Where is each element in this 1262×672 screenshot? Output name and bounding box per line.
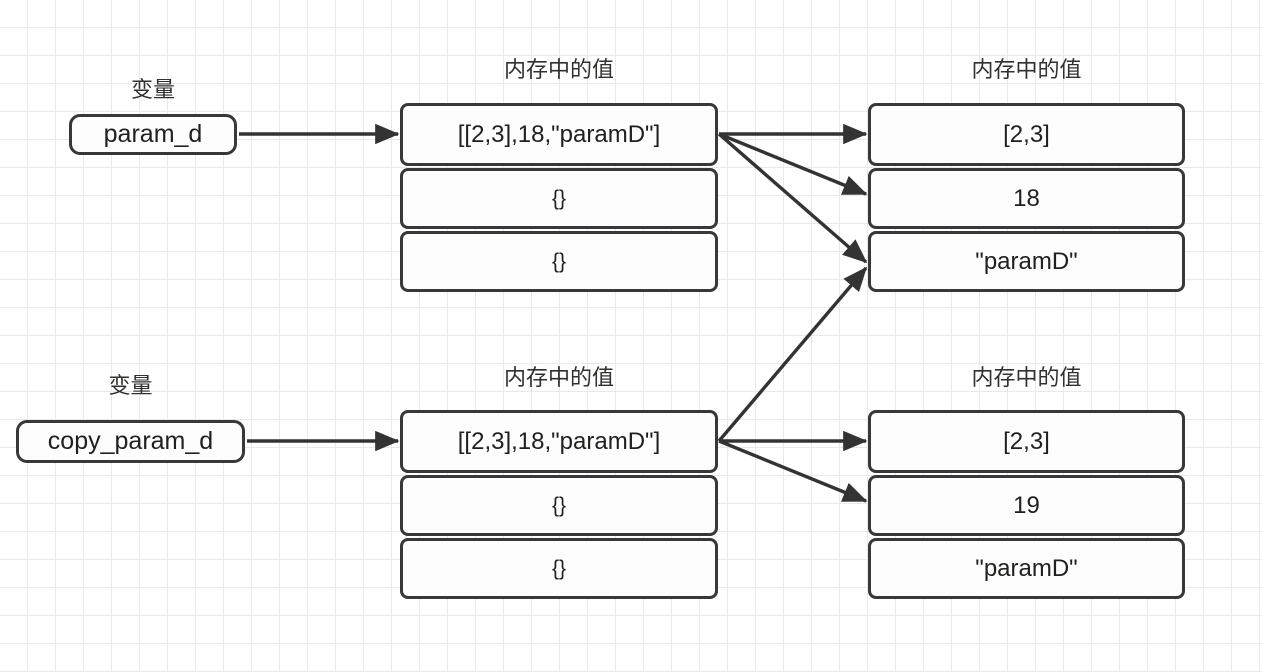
arrow-bottom-container-to-top-value-2 (717, 266, 868, 443)
bottom-container-row-2[interactable]: {} (400, 538, 718, 599)
variable-box-copy-param-d[interactable]: copy_param_d (16, 420, 245, 463)
arrow-top-container-to-value-2 (717, 132, 868, 264)
caption-memory-top-right: 内存中的值 (971, 57, 1082, 82)
bottom-container-row-1[interactable]: {} (400, 475, 718, 536)
top-container-row-0[interactable]: [[2,3],18,"paramD"] (400, 103, 718, 166)
caption-variable-top: 变量 (130, 77, 175, 102)
caption-memory-bottom-middle: 内存中的值 (503, 365, 614, 390)
top-value-row-1[interactable]: 18 (868, 168, 1185, 229)
bottom-value-row-1[interactable]: 19 (868, 475, 1185, 536)
top-container-row-2[interactable]: {} (400, 231, 718, 292)
bottom-value-row-0[interactable]: [2,3] (868, 410, 1185, 473)
caption-memory-top-middle: 内存中的值 (503, 57, 614, 82)
arrow-top-container-to-value-1 (718, 132, 868, 196)
bottom-container-row-0[interactable]: [[2,3],18,"paramD"] (400, 410, 718, 473)
caption-variable-bottom: 变量 (108, 373, 153, 398)
variable-box-param-d[interactable]: param_d (69, 114, 237, 155)
arrow-bottom-container-to-value-1 (718, 439, 868, 503)
top-value-row-2[interactable]: "paramD" (868, 231, 1185, 292)
caption-memory-bottom-right: 内存中的值 (971, 365, 1082, 390)
top-container-row-1[interactable]: {} (400, 168, 718, 229)
top-value-row-0[interactable]: [2,3] (868, 103, 1185, 166)
bottom-value-row-2[interactable]: "paramD" (868, 538, 1185, 599)
